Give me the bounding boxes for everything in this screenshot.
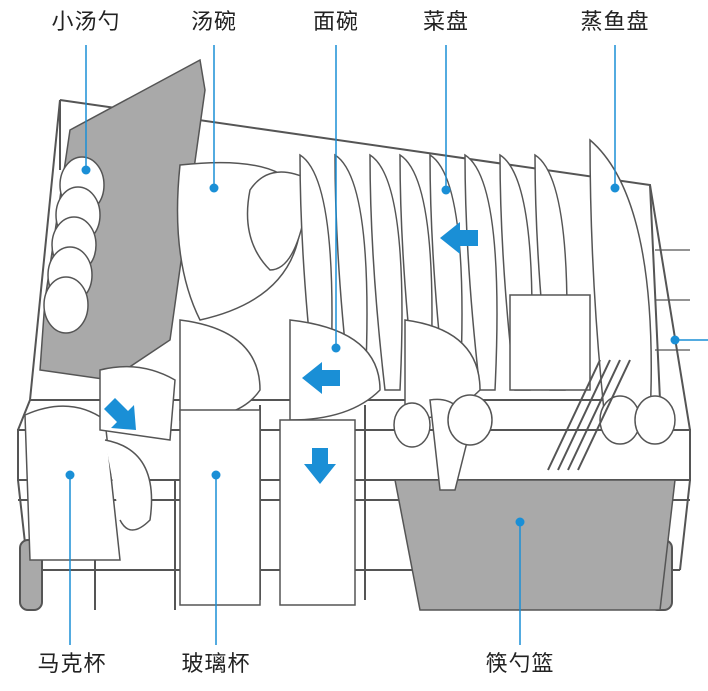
label-mug: 马克杯 (37, 652, 107, 677)
label-small-spoon: 小汤勺 (51, 10, 121, 35)
arrow-down-right-icon (104, 398, 136, 430)
arrow-left-icon (302, 362, 340, 394)
direction-arrows (104, 222, 478, 484)
chopstick-basket (393, 359, 676, 611)
arrow-down-icon (304, 448, 336, 484)
callout-lines (65, 45, 708, 645)
label-soup-bowl: 汤碗 (190, 10, 238, 35)
arrow-left-icon (440, 222, 478, 254)
label-noodle-bowl: 面碗 (312, 10, 360, 35)
label-fish-plate: 蒸鱼盘 (580, 10, 650, 35)
soup-bowl (176, 161, 311, 321)
label-glass-cup: 玻璃杯 (181, 652, 251, 677)
glasses (179, 294, 591, 606)
small-spoons (43, 156, 105, 334)
label-dish-plate: 菜盘 (422, 10, 470, 35)
noodle-bowls (179, 319, 481, 421)
label-chopstick-basket: 筷勺篮 (485, 652, 555, 677)
mugs (24, 365, 176, 561)
